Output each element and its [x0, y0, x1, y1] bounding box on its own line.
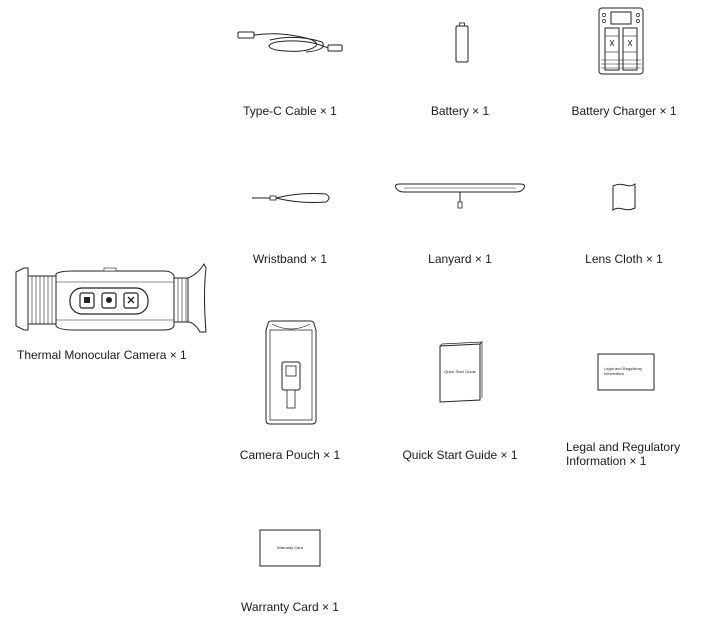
quick-start-guide-cover-text: Quick Start Guide: [444, 369, 476, 374]
camera-pouch-icon: [265, 320, 317, 425]
wristband-label: Wristband × 1: [252, 252, 328, 266]
svg-text:Information: Information: [604, 371, 624, 376]
lanyard-icon: [395, 183, 525, 209]
lens-cloth-icon: [612, 183, 636, 211]
battery-icon: [455, 22, 469, 63]
lens-cloth-label: Lens Cloth × 1: [585, 252, 663, 266]
battery-label: Battery × 1: [430, 104, 490, 118]
quick-start-guide-label: Quick Start Guide × 1: [402, 448, 518, 462]
warranty-label: Warranty Card × 1: [241, 600, 339, 614]
legal-document-icon: Legal and Regulatory Information: [597, 353, 655, 391]
battery-charger-icon: [598, 7, 644, 75]
thermal-camera-icon: [15, 262, 207, 333]
legal-cover-text: Legal and Regulatory: [604, 366, 642, 371]
warranty-cover-text: Warranty Card: [277, 545, 303, 550]
charger-label: Battery Charger × 1: [571, 104, 677, 118]
pouch-label: Camera Pouch × 1: [239, 448, 341, 462]
camera-label: Thermal Monocular Camera × 1: [17, 348, 187, 362]
quick-start-guide-icon: Quick Start Guide: [439, 341, 483, 403]
legal-label: Legal and Regulatory Information × 1: [566, 440, 681, 468]
lanyard-label: Lanyard × 1: [428, 252, 492, 266]
warranty-card-icon: Warranty Card: [259, 529, 321, 567]
cable-label: Type-C Cable × 1: [243, 104, 337, 118]
usb-cable-icon: [237, 31, 343, 53]
wristband-icon: [252, 193, 330, 203]
